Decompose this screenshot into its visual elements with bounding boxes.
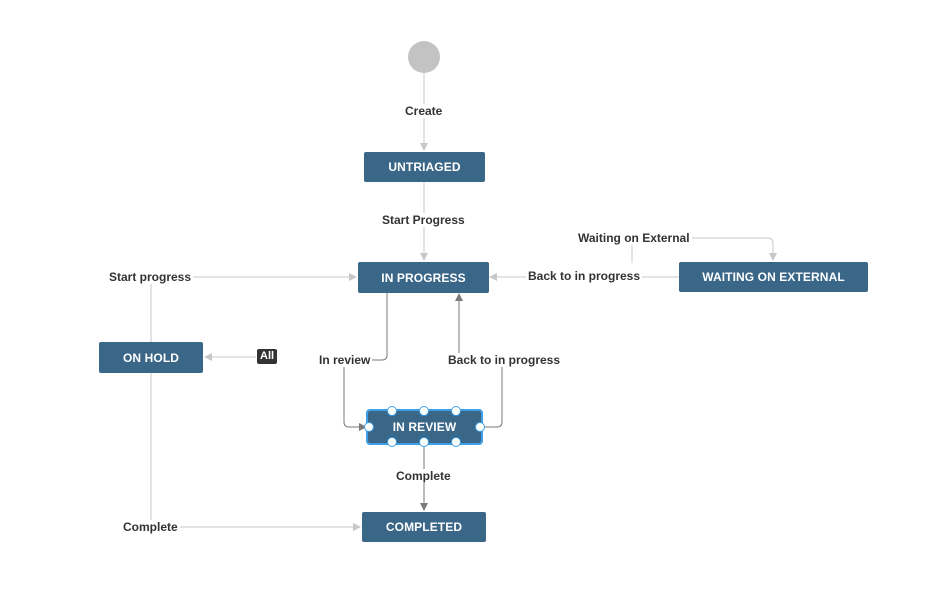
status-waiting-on-external[interactable]: WAITING ON EXTERNAL <box>679 262 868 292</box>
resize-handle-left[interactable] <box>364 422 374 432</box>
resize-handle-top-center[interactable] <box>419 406 429 416</box>
resize-handle-top-left[interactable] <box>387 406 397 416</box>
transition-label-back-to-in-progress-review[interactable]: Back to in progress <box>446 353 563 367</box>
resize-handle-bottom-center[interactable] <box>419 437 429 447</box>
transition-label-start-progress[interactable]: Start Progress <box>380 213 467 227</box>
transition-label-in-review[interactable]: In review <box>317 353 373 367</box>
resize-handle-right[interactable] <box>475 422 485 432</box>
transition-label-all[interactable]: All <box>257 349 278 364</box>
transition-label-complete-review[interactable]: Complete <box>394 469 453 483</box>
status-on-hold[interactable]: ON HOLD <box>99 342 203 373</box>
transition-label-create[interactable]: Create <box>403 104 445 118</box>
waiting-on-external-connector[interactable] <box>631 237 777 263</box>
transition-label-complete-on-hold[interactable]: Complete <box>121 520 180 534</box>
transition-label-waiting-on-external[interactable]: Waiting on External <box>576 231 692 245</box>
resize-handle-top-right[interactable] <box>451 406 461 416</box>
status-untriaged[interactable]: UNTRIAGED <box>364 152 485 182</box>
transition-label-start-progress-on-hold[interactable]: Start progress <box>107 270 194 284</box>
resize-handle-bottom-left[interactable] <box>387 437 397 447</box>
complete-on-hold-connector[interactable] <box>150 373 361 531</box>
status-completed[interactable]: COMPLETED <box>362 512 486 542</box>
start-progress-on-hold-connector[interactable] <box>150 273 357 342</box>
resize-handle-bottom-right[interactable] <box>451 437 461 447</box>
start-node[interactable] <box>408 41 440 73</box>
transition-label-back-to-in-progress-external[interactable]: Back to in progress <box>526 269 643 283</box>
status-in-progress[interactable]: IN PROGRESS <box>358 262 489 293</box>
